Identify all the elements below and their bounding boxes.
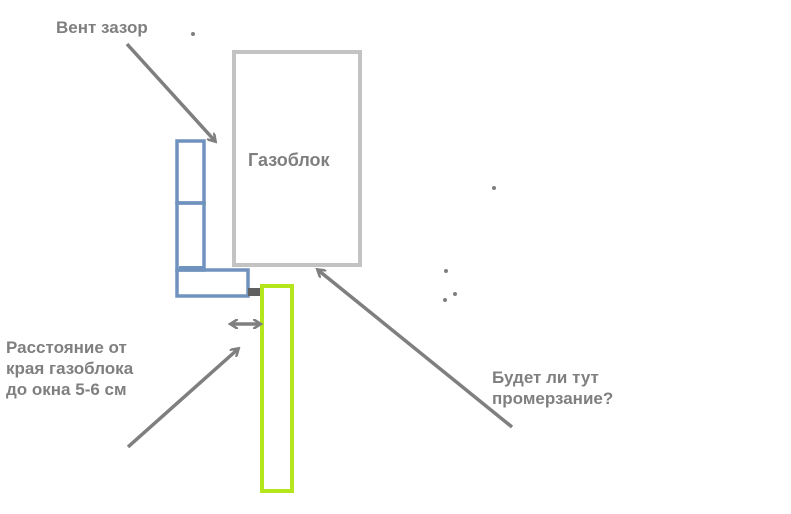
freeze-question-label: Будет ли тут промерзание? — [492, 367, 672, 409]
distance-arrow — [126, 349, 238, 449]
frame-joint — [248, 288, 262, 296]
stray-dot — [492, 186, 496, 190]
gas-block-rect — [232, 50, 362, 267]
distance-label: Расстояние от края газоблока до окна 5-6… — [6, 337, 186, 400]
frame-vertical-upper — [175, 139, 206, 205]
distance-label-line: до окна 5-6 см — [6, 380, 127, 399]
frame-vertical-lower — [175, 201, 206, 272]
freeze-label-line: промерзание? — [492, 389, 614, 408]
stray-dot — [443, 298, 447, 302]
freeze-arrow — [318, 270, 514, 429]
vent-gap-label: Вент зазор — [56, 18, 148, 37]
window-profile-rect — [260, 284, 294, 493]
distance-label-line: края газоблока — [6, 359, 134, 378]
stray-dot — [444, 269, 448, 273]
vent-gap-arrow — [125, 42, 215, 141]
frame-horizontal — [175, 268, 250, 298]
freeze-label-line: Будет ли тут — [492, 368, 599, 387]
gas-block-label: Газоблок — [248, 150, 330, 170]
stray-dot — [453, 292, 457, 296]
distance-label-line: Расстояние от — [6, 338, 127, 357]
stray-dot — [191, 32, 195, 36]
